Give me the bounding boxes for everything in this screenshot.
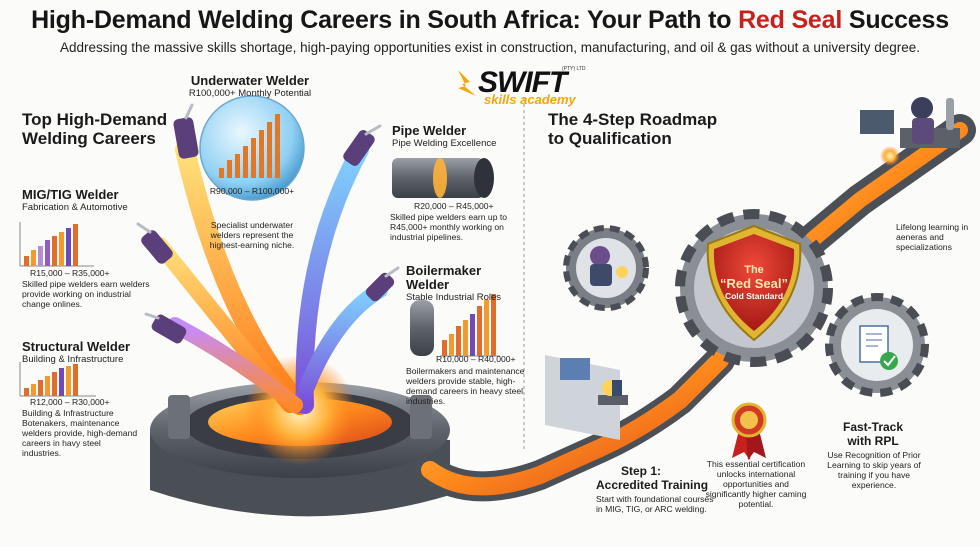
badge-line-1: The xyxy=(744,264,764,276)
underwater-chart-bubble xyxy=(199,95,305,201)
roadmap-heading-line-1: The 4-Step Roadmap xyxy=(548,110,718,129)
boilermaker-range: R10,000 – R40,000+ xyxy=(436,354,516,364)
page-subtitle: Addressing the massive skills shortage, … xyxy=(60,40,920,55)
pipe-range: R20,000 – R45,000+ xyxy=(414,201,494,211)
mig-tig-description: Skilled pipe welders earn welders provid… xyxy=(22,279,150,309)
workstation-graphic xyxy=(860,97,960,166)
title-red-seal: Red Seal xyxy=(738,6,843,34)
boilermaker-graphic xyxy=(410,294,500,357)
torch-4 xyxy=(365,272,395,302)
title-part-1: High-Demand Welding Careers in South Afr… xyxy=(31,6,739,34)
torch-1 xyxy=(173,117,199,159)
title-part-2: Success xyxy=(842,6,949,34)
career-structural: Structural Welder Building & Infrastruct… xyxy=(22,339,162,366)
underwater-title: Underwater Welder xyxy=(190,73,310,88)
careers-heading-line-2: Welding Careers xyxy=(22,129,156,148)
rpl-description: Use Recognition of Prior Learning to ski… xyxy=(827,450,921,490)
badge-line-3: Cold Standard xyxy=(724,291,784,301)
red-seal-badge: The “Red Seal” Cold Standard xyxy=(714,264,794,301)
mig-tig-subtitle: Fabrication & Automotive xyxy=(22,202,128,213)
roadmap-heading-line-2: to Qualification xyxy=(548,129,672,148)
step1-heading: Step 1: Accredited Training xyxy=(596,464,736,492)
mig-tig-range: R15,000 – R35,000+ xyxy=(30,268,110,278)
structural-subtitle: Building & Infrastructure xyxy=(22,354,124,365)
boilermaker-description: Boilermakers and maintenance welders pro… xyxy=(406,366,525,406)
logo-wordmark: SWIFT xyxy=(478,66,567,99)
rpl-title-line-2: with RPL xyxy=(847,434,899,448)
logo-bolt-icon xyxy=(458,70,476,96)
pipe-title: Pipe Welder xyxy=(392,123,467,138)
structural-range: R12,000 – R30,000+ xyxy=(30,397,110,407)
pipe-subtitle: Pipe Welding Excellence xyxy=(392,138,497,149)
step1-description: Start with foundational courses in MIG, … xyxy=(596,494,714,514)
career-underwater: Underwater Welder R100,000+ Monthly Pote… xyxy=(180,73,320,100)
pipe-description: Skilled pipe welders earn up to R45,000+… xyxy=(390,212,508,242)
underwater-subtitle: R100,000+ Monthly Potential xyxy=(188,88,312,99)
roadmap-heading: The 4-Step Roadmap to Qualification xyxy=(548,110,718,148)
logo-tagline: skills academy xyxy=(484,92,576,107)
rpl-heading: Fast-Track with RPL xyxy=(828,420,918,448)
rpl-gear-graphic xyxy=(825,293,929,397)
pipe-graphic xyxy=(392,158,494,198)
certification-medal-graphic xyxy=(731,402,767,460)
career-boilermaker: Boilermaker Welder Stable Industrial Rol… xyxy=(406,263,526,304)
mig-tig-title: MIG/TIG Welder xyxy=(22,187,119,202)
torch-3 xyxy=(141,230,173,264)
structural-description: Building & Infrastructure Botenakers, ma… xyxy=(22,408,138,458)
step1-title: Accredited Training xyxy=(596,478,709,492)
boilermaker-subtitle: Stable Industrial Roles xyxy=(406,292,502,303)
logo-small-text: (PTY) LTD xyxy=(562,66,586,72)
mig-tig-chart xyxy=(19,222,94,267)
careers-heading-line-1: Top High-Demand xyxy=(22,110,168,129)
career-mig-tig: MIG/TIG Welder Fabrication & Automotive xyxy=(22,187,162,214)
step1-label: Step 1: xyxy=(620,464,661,478)
torch-5 xyxy=(151,314,187,344)
badge-line-2: “Red Seal” xyxy=(720,276,788,291)
torch-2 xyxy=(343,130,375,166)
stream-structural xyxy=(167,317,303,413)
stream-underwater xyxy=(175,140,310,415)
certification-description: This essential certification unlocks int… xyxy=(705,459,807,509)
stream-pipe xyxy=(295,141,369,414)
rpl-title-line-1: Fast-Track xyxy=(842,420,904,434)
gear-welder-graphic xyxy=(563,225,649,311)
lifelong-text: Lifelong learning in aeneras and special… xyxy=(896,222,969,252)
red-seal-gear-graphic xyxy=(675,209,833,367)
underwater-range: R90,000 – R100,000+ xyxy=(209,186,295,196)
training-workshop-graphic xyxy=(545,355,628,440)
structural-chart xyxy=(19,362,96,397)
underwater-description: Specialist underwater welders represent … xyxy=(209,220,295,250)
career-pipe: Pipe Welder Pipe Welding Excellence xyxy=(392,123,532,150)
boilermaker-title: Boilermaker Welder xyxy=(406,263,482,292)
swift-logo: SWIFT skills academy xyxy=(478,66,588,107)
page-title: High-Demand Welding Careers in South Afr… xyxy=(0,6,980,35)
careers-heading: Top High-Demand Welding Careers xyxy=(22,110,192,148)
stream-boilermaker xyxy=(292,282,388,413)
structural-title: Structural Welder xyxy=(22,339,131,354)
molten-track xyxy=(421,351,729,496)
